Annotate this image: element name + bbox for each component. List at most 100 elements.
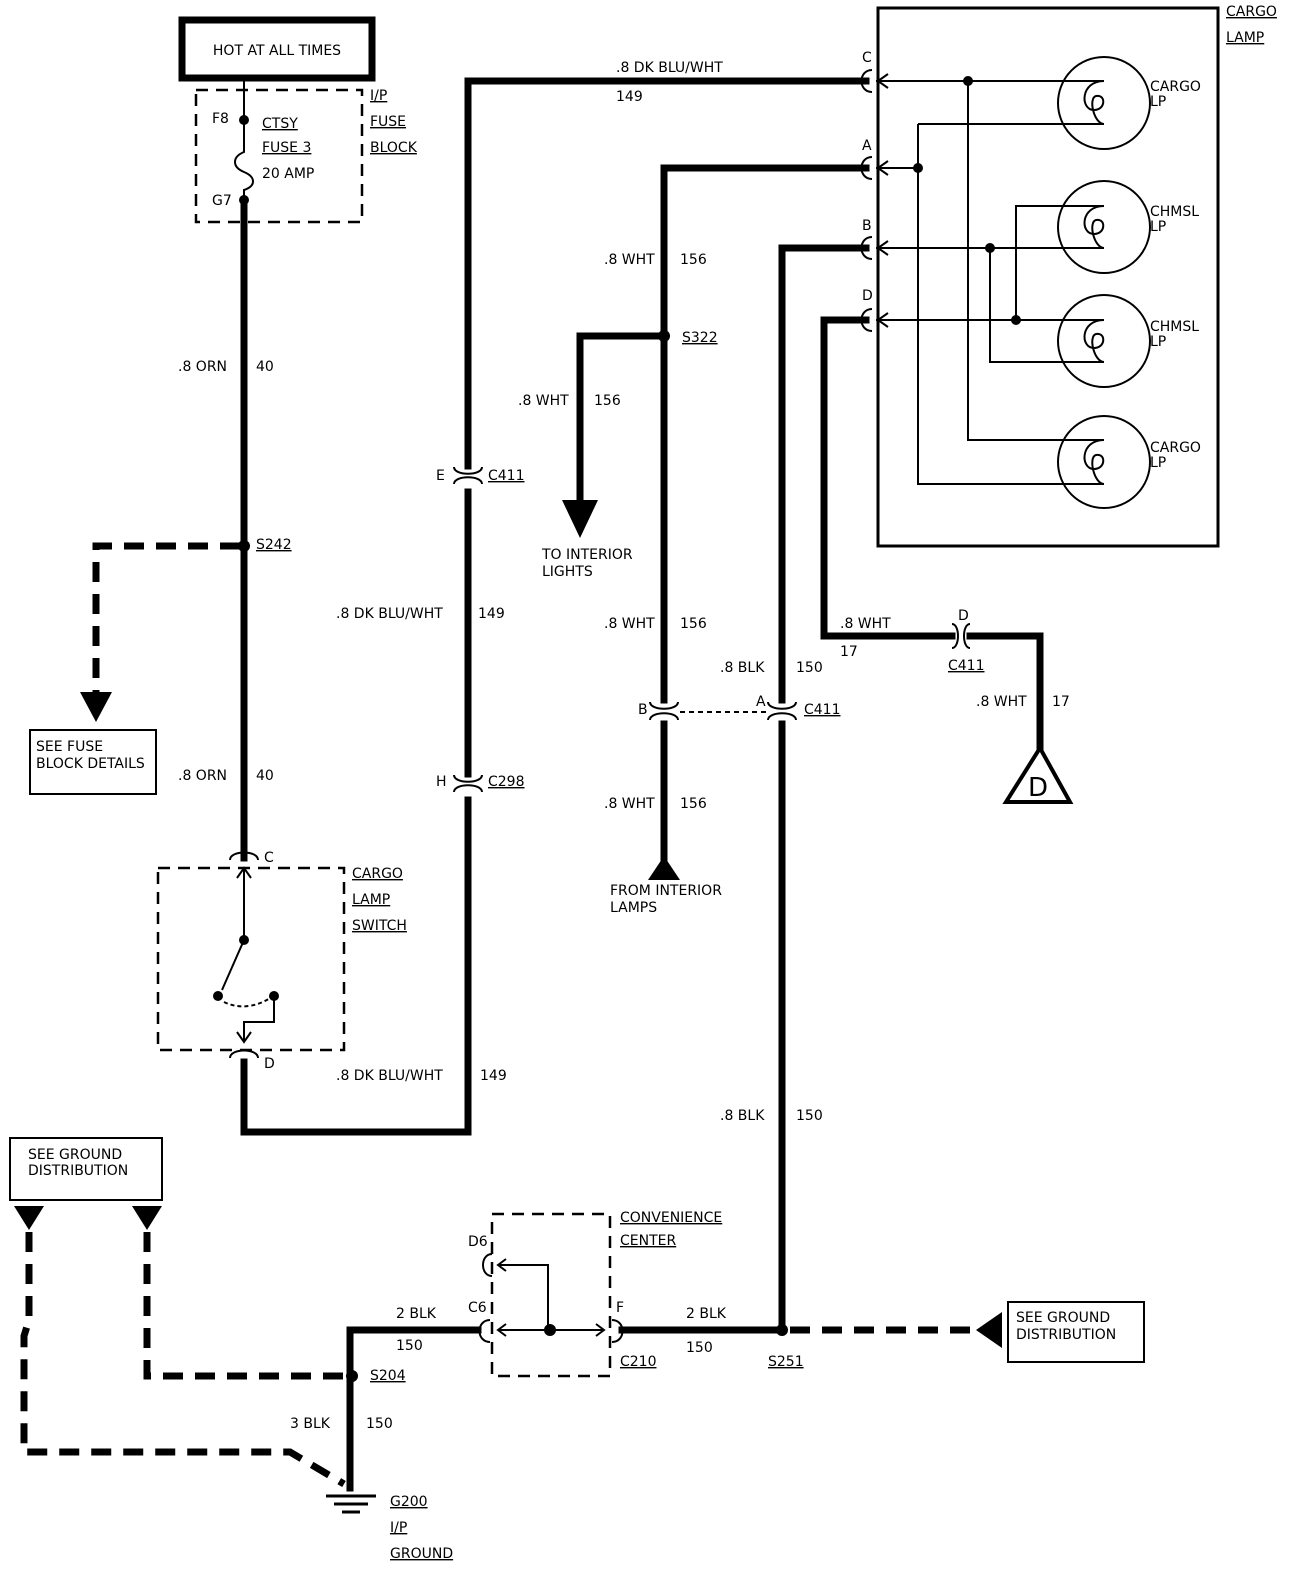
wire-label-blk-conv-l: 2 BLK: [396, 1306, 437, 1322]
chmsl-bulb-1: CHMSL LP: [1057, 180, 1199, 274]
cargo-pin-c: C: [862, 50, 872, 66]
splice-s242-label: S242: [256, 537, 292, 553]
ground-ref-left-line-1: SEE GROUND: [28, 1147, 122, 1163]
wire-label-wht-2: .8 WHT: [518, 393, 569, 409]
bulb-2-name: CHMSL: [1150, 204, 1199, 220]
cargo-pin-b: B: [862, 218, 872, 234]
fuse-details-branch: SEE FUSE BLOCK DETAILS: [29, 542, 240, 795]
fuse-block-title-1: I/P: [370, 88, 387, 104]
wire-circuit-blk-2: 150: [796, 1108, 823, 1124]
wire-circuit-blu-mid: 149: [478, 606, 505, 622]
circuit-149-blu: .8 DK BLU/WHT 149 .8 DK BLU/WHT 149 .8 D…: [240, 60, 870, 1136]
wire-label-blk-2: .8 BLK: [720, 1108, 765, 1124]
wire-label-orn-2: .8 ORN: [178, 768, 227, 784]
wire-label-blu-bot: .8 DK BLU/WHT: [336, 1068, 443, 1084]
fuse-block-title-2: FUSE: [370, 114, 406, 130]
c298-pin-h: H: [436, 774, 447, 790]
fuse-name: CTSY: [262, 116, 298, 132]
fuse-block: F8 G7 CTSY FUSE 3 20 AMP I/P FUSE BLOCK: [194, 80, 418, 224]
bulb-2-type: LP: [1150, 219, 1166, 235]
wire-circuit-wht-1: 156: [680, 252, 707, 268]
to-interior-line-1: TO INTERIOR: [541, 547, 633, 563]
switch-title-1: CARGO: [352, 866, 403, 882]
splice-s322-label: S322: [682, 330, 718, 346]
wire-label-orn-1: .8 ORN: [178, 359, 227, 375]
convenience-title-2: CENTER: [620, 1233, 676, 1249]
bulb-4-type: LP: [1150, 455, 1166, 471]
wire-circuit-orn-2: 40: [256, 768, 274, 784]
wire-label-wht-3: .8 WHT: [604, 616, 655, 632]
conv-pin-c6: C6: [468, 1300, 487, 1316]
switch-pin-d: D: [264, 1056, 275, 1072]
bulb-3-name: CHMSL: [1150, 319, 1199, 335]
wire-circuit-wht-d1: 17: [840, 644, 858, 660]
fuse-rating: 20 AMP: [262, 166, 314, 182]
bulb-4-name: CARGO: [1150, 440, 1201, 456]
cargo-bulb-2: CARGO LP: [1057, 415, 1201, 509]
cargo-lamp-title-2: LAMP: [1226, 30, 1264, 46]
splice-s204-label: S204: [370, 1368, 406, 1384]
wire-circuit-blu-top: 149: [616, 89, 643, 105]
splice-s242: [238, 540, 250, 552]
wire-circuit-blk-ground: 150: [366, 1416, 393, 1432]
from-interior-line-1: FROM INTERIOR: [610, 883, 722, 899]
bulb-1-type: LP: [1150, 94, 1166, 110]
circuit-40-orn: .8 ORN 40 S242 .8 ORN 40: [178, 201, 292, 862]
bulb-3-type: LP: [1150, 334, 1166, 350]
cargo-lamp-assembly: CARGO LAMP C A B D: [860, 4, 1277, 548]
wire-circuit-wht-2: 156: [594, 393, 621, 409]
d-marker-label: D: [1028, 773, 1048, 803]
hot-at-all-times-box: HOT AT ALL TIMES: [178, 16, 376, 82]
fuse-details-line-2: BLOCK DETAILS: [36, 756, 145, 772]
ground-location-2: GROUND: [390, 1546, 453, 1562]
to-interior-line-2: LIGHTS: [542, 564, 593, 580]
from-interior-line-2: LAMPS: [610, 900, 657, 916]
chmsl-bulb-2: CHMSL LP: [1057, 294, 1199, 388]
hot-at-all-times-label: HOT AT ALL TIMES: [213, 43, 341, 59]
ground-ref-right-line-2: DISTRIBUTION: [1016, 1327, 1116, 1343]
c411-label-a: C411: [804, 702, 841, 718]
wire-circuit-blk-conv-r: 150: [686, 1340, 713, 1356]
c411-label-e: C411: [488, 468, 525, 484]
wire-label-blu-top: .8 DK BLU/WHT: [616, 60, 723, 76]
wire-circuit-wht-3: 156: [680, 616, 707, 632]
fuse-pin-f8: F8: [212, 111, 229, 127]
wire-circuit-blu-bot: 149: [480, 1068, 507, 1084]
fuse-details-line-1: SEE FUSE: [36, 739, 103, 755]
ground-ref-right-line-1: SEE GROUND: [1016, 1310, 1110, 1326]
c298-label: C298: [488, 774, 525, 790]
circuit-17-wht: D C411 .8 WHT 17 .8 WHT 17 D: [820, 316, 1074, 804]
c210-label: C210: [620, 1354, 657, 1370]
c411-pin-e: E: [436, 468, 445, 484]
convenience-title-1: CONVENIENCE: [620, 1210, 722, 1226]
wire-label-blk-1: .8 BLK: [720, 660, 765, 676]
c411-pin-d: D: [958, 608, 969, 624]
conv-pin-d6: D6: [468, 1234, 488, 1250]
fuse-number: FUSE 3: [262, 140, 311, 156]
wire-label-wht-4: .8 WHT: [604, 796, 655, 812]
ground-g200: G200: [390, 1494, 428, 1510]
fuse-block-title-3: BLOCK: [370, 140, 418, 156]
switch-title-3: SWITCH: [352, 918, 407, 934]
conv-pin-f: F: [616, 1300, 624, 1316]
fuse-pin-g7: G7: [212, 193, 232, 209]
wire-label-blu-mid: .8 DK BLU/WHT: [336, 606, 443, 622]
c411-pin-b: B: [638, 702, 648, 718]
wire-circuit-wht-d2: 17: [1052, 694, 1070, 710]
circuit-156-wht: S322 TO INTERIOR LIGHTS FROM INTERIOR LA…: [518, 164, 870, 916]
wire-label-wht-d2: .8 WHT: [976, 694, 1027, 710]
ground-location-1: I/P: [390, 1520, 407, 1536]
circuit-150-blk: .8 BLK 150 .8 BLK 150 A C411: [720, 244, 870, 1334]
switch-pin-c: C: [264, 850, 274, 866]
ground-ref-left-line-2: DISTRIBUTION: [28, 1163, 128, 1179]
cargo-bulb-1: CARGO LP: [1057, 56, 1201, 150]
splice-s204: [346, 1370, 358, 1382]
splice-s251: [776, 1324, 788, 1336]
wire-label-wht-d1: .8 WHT: [840, 616, 891, 632]
switch-title-2: LAMP: [352, 892, 390, 908]
wire-circuit-orn-1: 40: [256, 359, 274, 375]
c411-pin-a: A: [756, 694, 766, 710]
cargo-pin-a: A: [862, 138, 872, 154]
cargo-lamp-switch: C D CARGO LAMP SWITCH: [156, 850, 407, 1072]
